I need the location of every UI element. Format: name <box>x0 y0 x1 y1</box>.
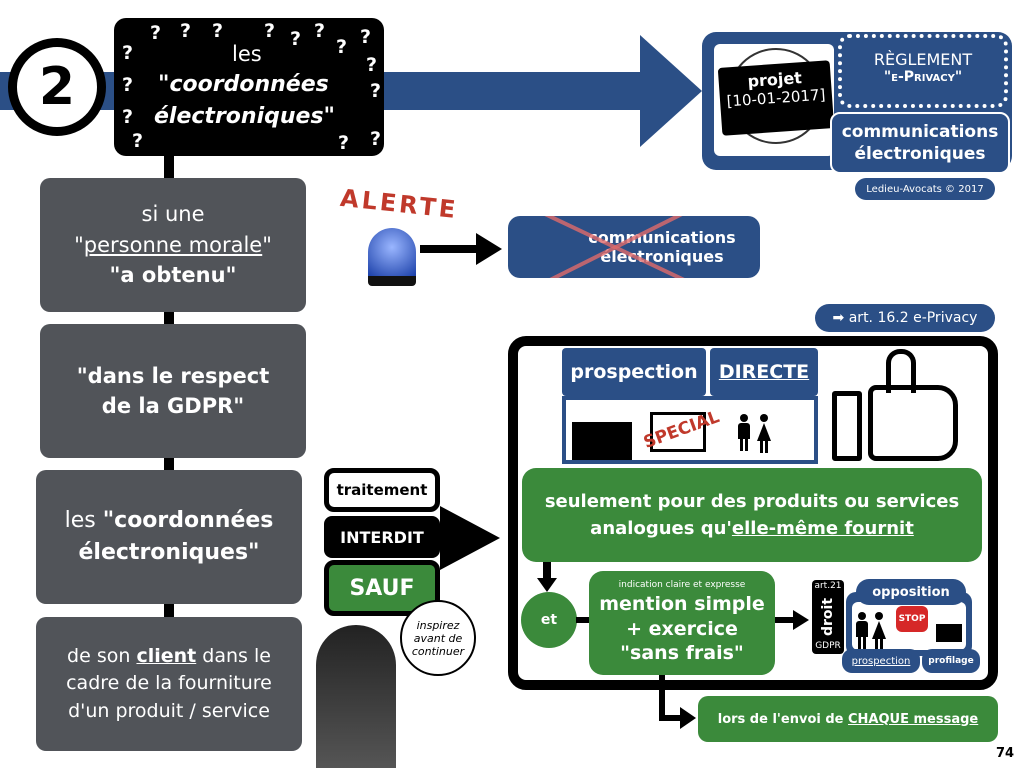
envelope-icon <box>650 412 706 452</box>
condition-gdpr: "dans le respect de la GDPR" <box>40 324 306 458</box>
et-connector <box>576 617 590 623</box>
interdit-arrow-head <box>440 506 500 570</box>
character-illustration <box>316 625 396 768</box>
factory-icon <box>936 624 962 642</box>
title-box: les "coordonnées électroniques" ? ? ? ? … <box>114 18 384 156</box>
opposition-illustration: STOP <box>852 602 966 651</box>
prospection-tag: prospection <box>842 649 920 673</box>
mention-arrow <box>775 617 795 623</box>
people-icon <box>738 414 778 454</box>
thumbs-up-icon <box>828 345 978 463</box>
alert-arrow-head <box>476 233 502 265</box>
droit-label: droit <box>820 597 836 637</box>
question-mark: ? <box>336 36 348 58</box>
condition-text: cadre de la fourniture <box>66 672 272 695</box>
people-icon <box>856 612 890 651</box>
down-arrow <box>543 562 551 580</box>
condition-text: d'un produit / service <box>68 699 270 722</box>
eprivacy-box: RÈGLEMENT "e-Privacy" <box>838 34 1008 108</box>
question-mark: ? <box>122 74 134 96</box>
condition-personne-morale: si une "personne morale" "a obtenu" <box>40 178 306 312</box>
electroniques-label: électroniques <box>854 144 986 164</box>
title-line1: "coordonnées <box>158 72 329 97</box>
project-tag: projet [10-01-2017] <box>717 60 835 136</box>
condition-line1: seulement pour des produits ou services <box>544 491 960 512</box>
question-mark: ? <box>264 20 276 42</box>
condition-client: de son client dans le cadre de la fourni… <box>36 617 302 751</box>
condition-text: "dans le respect <box>76 363 270 388</box>
reglement-label: RÈGLEMENT <box>873 50 973 69</box>
mention-line3: "sans frais" <box>620 642 744 665</box>
regulation-panel: projet [10-01-2017] RÈGLEMENT "e-Privacy… <box>702 32 1012 170</box>
banner-arrow-head <box>640 35 702 147</box>
alert-label: ALERTE <box>338 183 460 225</box>
question-mark: ? <box>180 20 192 42</box>
question-mark: ? <box>360 26 372 48</box>
question-mark: ? <box>150 22 162 44</box>
traitement-label: traitement <box>324 468 440 512</box>
crossed-line2: électroniques <box>600 247 724 266</box>
condition-text: de la GDPR" <box>101 394 245 418</box>
question-mark: ? <box>122 106 134 128</box>
condition-text: "a obtenu" <box>109 263 237 288</box>
communications-box: communications électroniques <box>830 112 1010 174</box>
condition-coordonnees: les "coordonnées électroniques" <box>36 470 302 604</box>
mention-arrow-head <box>793 610 809 630</box>
copyright-badge: Ledieu-Avocats © 2017 <box>855 178 995 200</box>
title-les: les <box>232 42 262 66</box>
client-link[interactable]: client <box>136 644 197 667</box>
gdpr-label: GDPR <box>815 641 841 652</box>
crossed-communications-box: communications électroniques <box>508 216 760 278</box>
art21-label: art.21 <box>814 581 842 591</box>
chaque-connector-vertical <box>659 675 665 721</box>
mention-line1: mention simple <box>599 592 765 615</box>
factory-icon <box>572 422 632 460</box>
question-mark: ? <box>122 42 134 64</box>
opposition-label: opposition <box>856 579 966 605</box>
question-mark: ? <box>132 130 144 152</box>
question-mark: ? <box>338 132 350 154</box>
alert-arrow <box>420 245 480 253</box>
question-mark: ? <box>290 28 302 50</box>
condition-text: les "coordonnées <box>64 508 274 534</box>
mention-line2: + exercice <box>626 617 738 640</box>
stop-sign-icon: STOP <box>896 606 928 632</box>
chaque-message-box: lors de l'envoi de CHAQUE message <box>698 696 998 742</box>
chaque-text: lors de l'envoi de CHAQUE message <box>717 711 979 727</box>
question-mark: ? <box>212 20 224 42</box>
chaque-connector-horizontal <box>659 715 683 721</box>
profilage-tag: profilage <box>922 649 980 673</box>
eprivacy-label: "e-Privacy" <box>883 69 963 85</box>
personne-morale-link[interactable]: personne morale <box>83 232 263 257</box>
condition-text: "personne morale" <box>74 232 272 257</box>
question-mark: ? <box>366 54 378 76</box>
question-mark: ? <box>314 20 326 42</box>
et-circle: et <box>521 592 577 648</box>
speech-bubble: inspirez avant de continuer <box>400 600 476 676</box>
droit-gdpr-tag: art.21 droit GDPR <box>812 580 844 654</box>
article-ref-badge[interactable]: ➡ art. 16.2 e-Privacy <box>815 304 995 332</box>
page-number: 74 <box>996 746 1015 761</box>
prospection-illustration: SPECIAL <box>562 396 818 464</box>
chaque-arrow-head <box>680 707 696 729</box>
title-line2: électroniques" <box>154 104 335 129</box>
prospection-label: prospection <box>562 348 706 396</box>
directe-label: DIRECTE <box>710 348 818 396</box>
cross-out-icon <box>544 216 685 278</box>
condition-line2: analogues qu'elle-même fournit <box>590 518 914 539</box>
question-mark: ? <box>370 128 382 150</box>
condition-text: si une <box>141 202 205 227</box>
condition-text: électroniques" <box>78 540 260 565</box>
question-mark: ? <box>370 80 382 102</box>
interdit-label: INTERDIT <box>324 516 440 558</box>
mention-box: indication claire et expresse mention si… <box>589 571 775 675</box>
down-arrow-head <box>537 578 557 592</box>
communications-label: communications <box>841 121 999 142</box>
analogous-products-condition: seulement pour des produits ou services … <box>522 468 982 562</box>
condition-text: de son client dans le <box>67 644 271 667</box>
siren-icon <box>368 228 416 286</box>
indication-label: indication claire et expresse <box>618 580 746 591</box>
step-number-badge: 2 <box>8 38 106 136</box>
